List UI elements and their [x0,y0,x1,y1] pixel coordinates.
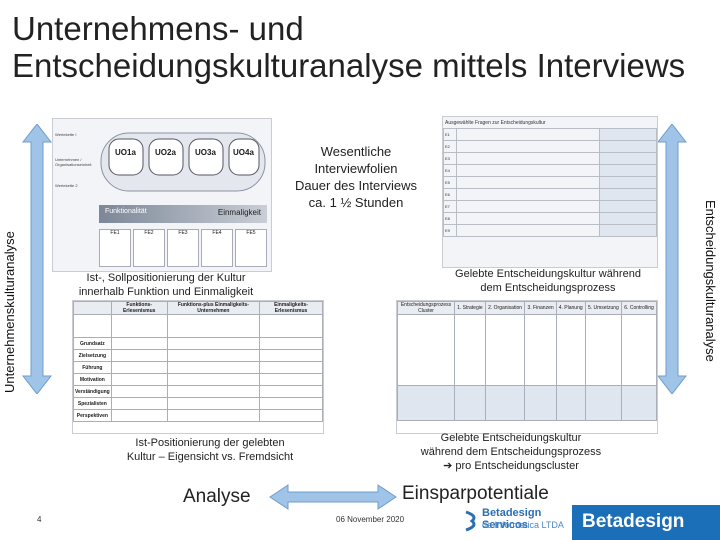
slide-title: Unternehmens- und Entscheidungskulturana… [12,10,712,84]
caption-top-right: Gelebte Entscheidungskultur während dem … [448,267,648,295]
caption-bottom-right: Gelebte Entscheidungskultur während dem … [406,431,616,473]
questions-header: Ausgewählte Fragen zur Entscheidungskult… [445,120,546,126]
question-id: E5 [443,176,457,189]
cluster-header: 5. Umsetzung [584,301,623,315]
question-id: E7 [443,200,457,213]
question-id: E3 [443,152,457,165]
row-label-3: Wertekette 2 [55,183,78,188]
cluster-header: Entscheidungsprozess Cluster [397,301,455,315]
matrix-row-label: Zielsetzung [73,349,112,362]
logo-mark-icon [465,510,476,532]
caption-bottom-left: Ist-Positionierung der gelebten Kultur –… [110,436,310,464]
matrix-row-label: Perspektiven [73,409,112,422]
company-logo-small: Betadesign Servicos de Informatica LTDA [462,506,570,536]
question-id: E8 [443,212,457,225]
slide-date: 06 November 2020 [336,515,405,524]
matrix-header: Funktions-Erlesenismus [110,301,168,315]
caption-top-right-line-2: dem Entscheidungsprozess [480,282,616,294]
decision-cluster-table: Entscheidungsprozess Cluster 1. Strategi… [397,301,657,421]
band-left-label: Funktionalität [105,208,147,215]
matrix-row-label: Verständigung [73,385,112,398]
panel-decision-cluster: Entscheidungsprozess Cluster 1. Strategi… [396,300,658,434]
node-4: UO4a [233,148,254,157]
caption-top-left-line-2: innerhalb Funktion und Einmaligkeit [78,286,254,298]
matrix-row-label: Grundsatz [73,337,112,350]
culture-matrix-table: Funktions-Erlesenismus Funktions-plus Ei… [73,301,323,422]
right-vertical-arrow [657,124,687,394]
cluster-header: 4. Planung [555,301,586,315]
fe-column: FE3 [167,229,199,267]
company-logo-large: Betadesign [572,505,720,540]
caption-bottom-left-line-1: Ist-Positionierung der gelebten [135,437,285,449]
logo-large-text: Betadesign [582,511,685,532]
fe-column: FE4 [201,229,233,267]
matrix-row-label: Motivation [73,373,112,386]
caption-bottom-right-line-3: ➔ pro Entscheidungscluster [406,459,616,473]
cluster-header: 2. Organisation [484,301,526,315]
fe-column: FE2 [133,229,165,267]
node-2: UO2a [155,148,176,157]
einsparpotentiale-label: Einsparpotentiale [402,483,549,504]
matrix-row-label: Spezialisten [73,397,112,410]
matrix-header: Funktions-plus Einmaligkeits-Unternehmen [166,301,261,315]
questions-table: E1 E2 E3 E4 E5 E6 E7 E8 E9 [443,128,657,237]
interview-note-line-1: Wesentliche [320,144,392,159]
caption-bottom-left-line-2: Kultur – Eigensicht vs. Fremdsicht [126,451,294,463]
caption-top-right-line-1: Gelebte Entscheidungskultur während [455,268,641,280]
band-right-label: Einmaligkeit [217,208,261,217]
caption-top-left-line-1: Ist-, Sollpositionierung der Kultur [86,272,246,284]
row-label-1: Wertekette I [55,132,77,137]
interview-note: Wesentliche Interviewfolien Dauer des In… [276,143,436,211]
question-id: E1 [443,128,457,141]
panel-culture-matrix: Funktions-Erlesenismus Funktions-plus Ei… [72,300,324,434]
fe-column: FE5 [235,229,267,267]
caption-bottom-right-line-1: Gelebte Entscheidungskultur [440,432,582,444]
bidirectional-arrow-icon [269,484,397,510]
panel-culture-positioning: Wertekette I Unternehmen / Organisations… [52,118,272,272]
left-vertical-arrow [22,124,52,394]
fe-column: FE1 [99,229,131,267]
cluster-header: 1. Strategie [454,301,486,315]
interview-note-line-2: Interviewfolien [314,161,398,176]
logo-small-sub: de Informatica LTDA [482,520,564,530]
matrix-row-label: Führung [73,361,112,374]
interview-note-line-3: Dauer des Interviews [294,178,418,193]
left-vertical-label: Unternehmenskulturanalyse [2,231,17,393]
question-id: E4 [443,164,457,177]
right-vertical-label: Entscheidungskulturanalyse [703,200,718,362]
node-1: UO1a [115,148,136,157]
matrix-header: Einmaligkeits-Erlesenismus [259,301,323,315]
title-line-1: Unternehmens- und [12,10,304,47]
logo-small-name: Betadesign Servicos [482,507,542,531]
question-id: E6 [443,188,457,201]
panel-decision-questions: Ausgewählte Fragen zur Entscheidungskult… [442,116,658,268]
function-band: Funktionalität Einmaligkeit [99,205,267,223]
caption-bottom-right-line-3-text: pro Entscheidungscluster [455,460,579,472]
caption-top-left: Ist-, Sollpositionierung der Kultur inne… [66,271,266,299]
interview-note-line-4: ca. 1 ½ Stunden [308,195,404,210]
page-number: 4 [37,515,42,524]
node-3: UO3a [195,148,216,157]
question-id: E2 [443,140,457,153]
caption-bottom-right-line-2: während dem Entscheidungsprozess [420,446,602,458]
title-line-2: Entscheidungskulturanalyse mittels Inter… [12,47,686,84]
fe-columns: FE1 FE2 FE3 FE4 FE5 [99,229,267,267]
row-label-2: Unternehmen / Organisationseinheit [55,157,92,167]
analyse-label: Analyse [183,486,251,507]
cluster-header: 3. Finanzen [524,301,557,315]
cluster-header: 6. Controlling [621,301,657,315]
question-id: E9 [443,224,457,237]
value-chain-diagram [100,132,266,192]
arrow-right-icon: ➔ [443,460,453,472]
